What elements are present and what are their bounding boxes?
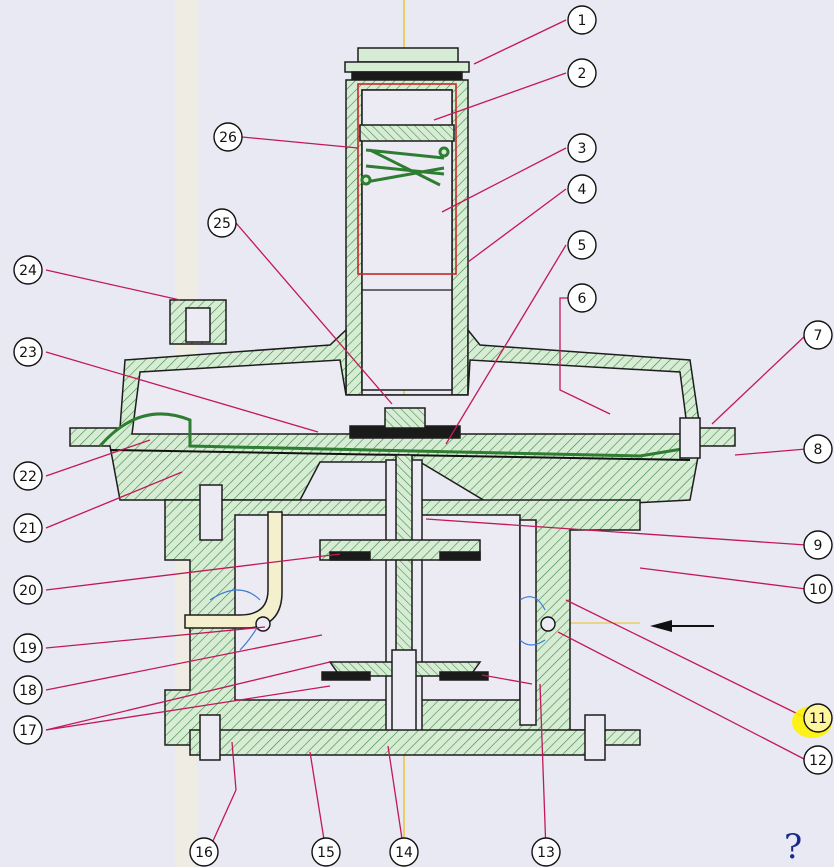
diaphragm: [98, 412, 701, 458]
setting-spring: [360, 146, 450, 187]
callout-11-label: 11: [809, 711, 827, 727]
callout-25: 25: [207, 208, 237, 238]
callout-17: 17: [13, 715, 43, 745]
callout-12: 12: [803, 745, 833, 775]
callout-3-label: 3: [578, 141, 587, 157]
callout-26-label: 26: [219, 130, 237, 146]
callout-21-label: 21: [19, 521, 37, 537]
callout-7-label: 7: [814, 328, 823, 344]
callout-16-label: 16: [195, 845, 213, 861]
callout-5: 5: [567, 230, 597, 260]
callout-6-label: 6: [578, 291, 587, 307]
callout-19-label: 19: [19, 641, 37, 657]
callout-14-label: 14: [395, 845, 413, 861]
callout-9-label: 9: [814, 538, 823, 554]
callout-22-label: 22: [19, 469, 37, 485]
adjusting-screw: [357, 83, 457, 275]
callout-22: 22: [13, 461, 43, 491]
callout-8-label: 8: [814, 442, 823, 458]
callout-1-label: 1: [578, 13, 587, 29]
callout-24-label: 24: [19, 263, 37, 279]
callout-23-label: 23: [19, 345, 37, 361]
upper-housing: [69, 299, 736, 511]
callout-2-label: 2: [578, 66, 587, 82]
callout-4: 4: [567, 174, 597, 204]
callout-5-label: 5: [578, 238, 587, 254]
callout-18-label: 18: [19, 683, 37, 699]
callout-13: 13: [531, 837, 561, 867]
callout-25-label: 25: [213, 216, 231, 232]
callout-9: 9: [803, 530, 833, 560]
spring-plate: [359, 124, 455, 142]
callout-10-label: 10: [809, 582, 827, 598]
callout-21: 21: [13, 513, 43, 543]
callout-8: 8: [803, 434, 833, 464]
callout-19: 19: [13, 633, 43, 663]
callout-10: 10: [803, 574, 833, 604]
callout-15: 15: [311, 837, 341, 867]
callout-23: 23: [13, 337, 43, 367]
callout-17-label: 17: [19, 723, 37, 739]
callout-15-label: 15: [317, 845, 335, 861]
callout-7: 7: [803, 320, 833, 350]
callout-4-label: 4: [578, 182, 587, 198]
callout-13-label: 13: [537, 845, 555, 861]
callout-18: 18: [13, 675, 43, 705]
callout-1: 1: [567, 5, 597, 35]
callout-20: 20: [13, 575, 43, 605]
callout-20-label: 20: [19, 583, 37, 599]
callout-24: 24: [13, 255, 43, 285]
callout-14: 14: [389, 837, 419, 867]
bottom-cover: [189, 729, 601, 756]
callout-11: 11: [792, 703, 833, 738]
callout-12-label: 12: [809, 753, 827, 769]
callout-2: 2: [567, 58, 597, 88]
callout-16: 16: [189, 837, 219, 867]
cap-assembly: [344, 47, 470, 396]
flow-arrow: [650, 620, 714, 632]
callout-26: 26: [213, 122, 243, 152]
callout-3: 3: [567, 133, 597, 163]
callout-6: 6: [567, 283, 597, 313]
vent-screw: [185, 307, 211, 343]
handwritten-question-mark: ?: [784, 827, 802, 867]
impulse-tube: [184, 511, 283, 629]
